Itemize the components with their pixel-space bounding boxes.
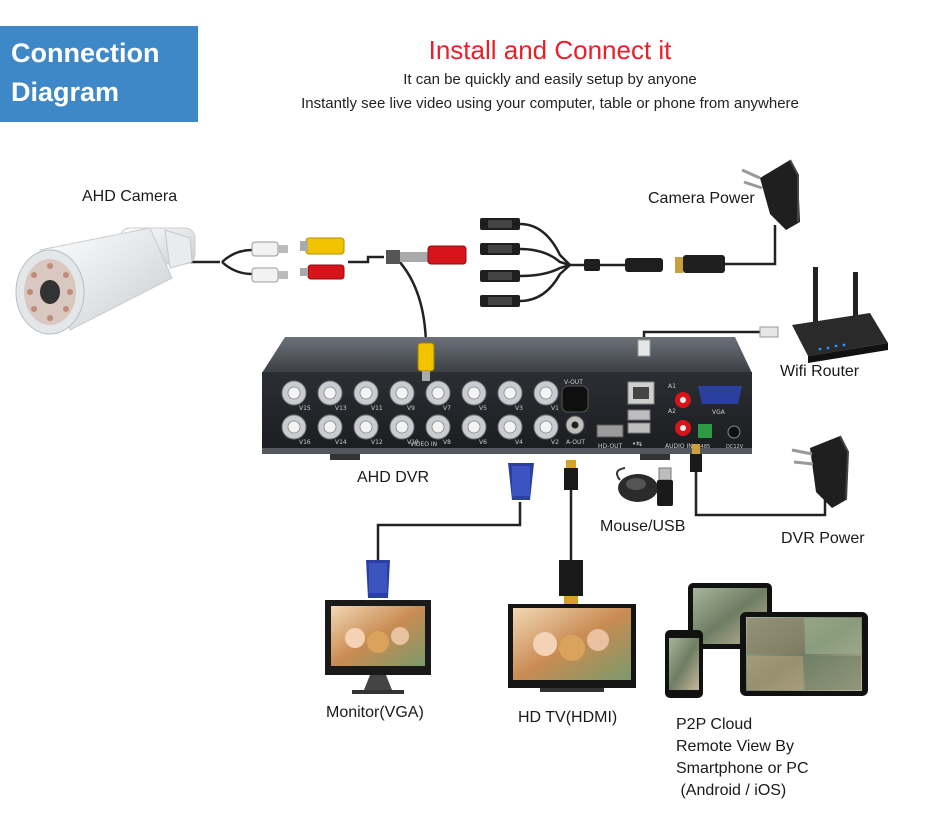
video-in-label: VIDEO IN [410,441,437,448]
lan-plug [637,339,651,357]
bnc-port-label: V2 [551,439,559,446]
ahd-camera [15,227,196,335]
bnc-port-label: V16 [299,439,311,446]
bnc-port-center [539,386,553,400]
bnc-port-label: V10 [407,439,419,446]
hdmi-plug-dvr [564,460,578,490]
hd-tv [508,604,636,692]
bnc-port-center [323,386,337,400]
bnc-port-label: V3 [515,405,523,412]
bnc-port-center [395,386,409,400]
monitor-label: Monitor(VGA) [326,704,424,721]
mouse-usb-label: Mouse/USB [600,518,686,535]
yellow-rca-plug [417,342,435,381]
bnc-port-center [467,420,481,434]
a1-label: A1 [668,383,676,390]
bnc-port-label: V11 [371,405,383,412]
camera-label: AHD Camera [82,188,178,205]
p2p-label-line3: Smartphone or PC [676,760,809,777]
bnc-port-center [431,386,445,400]
v-out-label: V-OUT [564,379,583,386]
bnc-port-label: V15 [299,405,311,412]
vga-monitor [325,600,431,694]
audio-in-label: AUDIO IN [665,443,693,450]
p2p-label-line2: Remote View By [676,738,794,755]
bnc-port-label: V14 [335,439,347,446]
dvr-power-adaptor [791,435,850,508]
bnc-port-label: V13 [335,405,347,412]
bnc-port-center [467,386,481,400]
cables [190,222,827,560]
a-out-label: A-OUT [566,439,585,446]
camera-power-adaptor [741,159,800,230]
bnc-port-label: V7 [443,405,451,412]
camera-power-label: Camera Power [648,190,755,207]
hdtv-label: HD TV(HDMI) [518,709,618,726]
badge-line-1: Connection [11,38,160,68]
wifi-router [759,267,888,363]
p2p-label-line1: P2P Cloud [676,716,753,733]
subtitle-2: Instantly see live video using your comp… [301,95,799,112]
bnc-port-label: V8 [443,439,451,446]
vga-plug-dvr [508,463,534,500]
vga-port-label: VGA [712,409,726,416]
power-splitter [480,218,725,307]
bnc-port-center [431,420,445,434]
vga-plug-monitor [366,560,390,598]
hd-out-label: HD-OUT [598,443,623,450]
bnc-port-label: V6 [479,439,487,446]
dvr-label: AHD DVR [357,469,430,486]
bnc-port-center [359,386,373,400]
bnc-port-label: V9 [407,405,415,412]
bnc-port-label: V1 [551,405,559,412]
bnc-port-center [503,420,517,434]
p2p-label-line4: (Android / iOS) [676,782,787,799]
pigtail-connectors [251,237,467,283]
hdmi-plug-tv [559,560,583,604]
a2-label: A2 [668,408,676,415]
bnc-port-center [395,420,409,434]
bnc-port-center [287,386,301,400]
badge-line-2: Diagram [11,77,120,107]
bnc-port-label: V4 [515,439,523,446]
bnc-port-label: V12 [371,439,383,446]
dc12v-label: DC12V [726,444,744,450]
dvr-power-label: DVR Power [781,530,865,547]
router-label: Wifi Router [780,363,860,380]
bnc-port-center [287,420,301,434]
bnc-port-label: V5 [479,405,487,412]
page-title: Install and Connect it [428,35,672,65]
bnc-port-center [503,386,517,400]
dvr-power-plug [690,444,702,472]
mouse-usb-devices [615,467,673,506]
p2p-devices [665,583,868,698]
connection-diagram-badge: Connection Diagram [0,26,198,122]
bnc-port-center [359,420,373,434]
usb-symbol: •⇆ [632,440,642,448]
subtitle-1: It can be quickly and easily setup by an… [403,71,697,88]
rs485-label: RS485 [694,444,710,450]
bnc-port-center [323,420,337,434]
bnc-port-center [539,420,553,434]
